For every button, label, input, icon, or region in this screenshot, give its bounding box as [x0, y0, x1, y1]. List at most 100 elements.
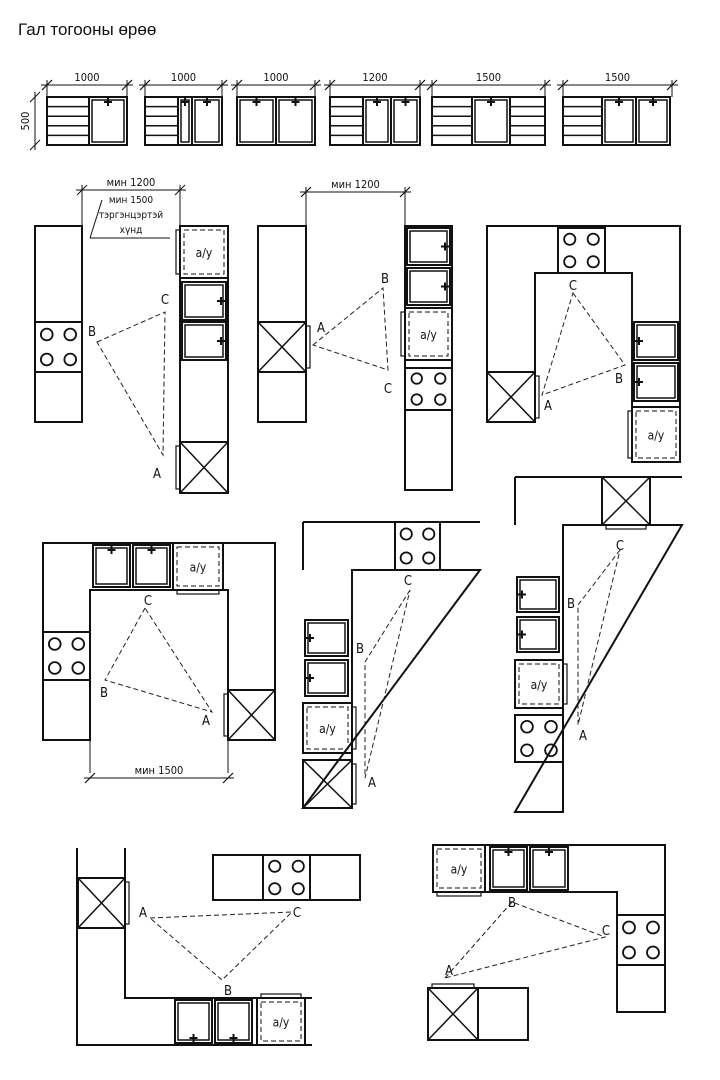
dimension: 1500	[426, 71, 551, 97]
work-triangle-lines	[148, 911, 294, 981]
fridge-unit	[302, 759, 357, 809]
stove-outline	[557, 227, 606, 274]
work-triangle: ABC	[311, 272, 392, 397]
dimension-label: мин 1200	[331, 178, 380, 191]
dimension-label: 1000	[263, 71, 288, 84]
sink-unit	[633, 362, 679, 402]
sink-basin	[638, 99, 668, 143]
sink-unit	[177, 96, 193, 146]
burner-icon	[544, 743, 558, 758]
tall-cabinet-unit: а/у	[172, 542, 224, 595]
tall-cabinet-unit: а/у	[256, 993, 306, 1046]
sink-outline	[132, 544, 171, 588]
faucet-icon	[306, 634, 314, 642]
sink-outline	[390, 96, 421, 146]
door-bar	[436, 891, 482, 897]
burner-icon	[291, 882, 305, 896]
stove-unit	[262, 854, 311, 901]
tall-cabinet-label: а/у	[319, 722, 336, 736]
work-triangle: CBA	[100, 594, 214, 729]
point-label-b: B	[381, 272, 389, 287]
faucet-icon	[518, 590, 526, 599]
dimension-label: 1000	[171, 71, 196, 84]
point-label-b: B	[508, 896, 516, 911]
burner-icon	[47, 661, 62, 675]
burner-icon	[646, 920, 660, 935]
door-bar	[175, 445, 181, 490]
point-label-a: A	[579, 729, 587, 744]
point-label-a: A	[202, 714, 210, 729]
tall-cabinet-dashed	[183, 229, 225, 275]
sink-unit	[275, 96, 316, 146]
tall-cabinet-label: а/у	[273, 1016, 290, 1030]
burner-icon	[544, 719, 558, 734]
fridge-unit	[175, 441, 229, 494]
burner-icon	[586, 255, 600, 269]
sink-outline	[275, 96, 316, 146]
faucet-icon	[441, 282, 449, 291]
fridge-cross	[227, 689, 276, 741]
door-bar	[400, 311, 406, 357]
fridge-cross	[77, 877, 126, 929]
point-label-a: A	[139, 906, 147, 921]
sink-outline	[174, 999, 213, 1044]
burner-icon	[399, 551, 413, 565]
burner-icon	[563, 255, 577, 269]
sink-basin	[91, 99, 125, 143]
sink-unit	[191, 96, 223, 146]
tall-cabinet-dashed	[436, 848, 482, 889]
dimension: мин 1200	[300, 178, 411, 226]
point-label-c: C	[161, 293, 169, 308]
faucet-icon	[252, 98, 261, 106]
work-triangle-lines	[541, 291, 626, 396]
note-line: мин 1500	[109, 195, 154, 206]
point-label-a: A	[153, 467, 161, 482]
work-triangle-lines	[364, 589, 411, 779]
sink-unit	[181, 281, 227, 321]
stove-unit	[404, 367, 453, 411]
burner-icon	[622, 945, 636, 960]
point-label-b: B	[567, 597, 575, 612]
burner-icon	[646, 945, 660, 960]
tall-cabinet-unit: а/у	[432, 844, 486, 897]
tall-cabinet-unit: а/у	[400, 307, 453, 361]
burner-icon	[422, 527, 436, 541]
sink-basin	[194, 99, 220, 143]
sink-outline	[181, 281, 227, 321]
door-bar	[431, 983, 475, 989]
dimension: 1500	[557, 71, 678, 97]
faucet-icon	[635, 337, 643, 345]
sink-outline	[489, 846, 528, 891]
faucet-icon	[181, 98, 189, 106]
u-counter-outline	[486, 225, 681, 463]
work-triangle-lines	[104, 607, 214, 713]
point-label-b: B	[224, 984, 232, 999]
work-triangle: ABC	[443, 896, 610, 979]
l-counter-outline	[301, 521, 482, 809]
fridge-unit	[427, 983, 479, 1041]
sink-outline	[92, 544, 131, 588]
sink-unit	[236, 96, 277, 146]
sink-outline	[214, 999, 253, 1044]
burner-icon	[399, 527, 413, 541]
fridge-unit	[601, 476, 651, 530]
u-counter-outline	[42, 542, 276, 741]
door-bar	[562, 663, 568, 705]
door-bar	[175, 229, 181, 275]
tall-cabinet-dashed	[408, 311, 449, 357]
stove-outline	[616, 914, 666, 966]
dimension-label: 1500	[476, 71, 501, 84]
point-label-a: A	[368, 776, 376, 791]
work-triangle-lines	[577, 549, 621, 726]
stove-unit	[394, 521, 441, 571]
counter-run	[486, 225, 681, 463]
drawer-unit-outline	[46, 96, 90, 146]
point-label-c: C	[404, 574, 412, 589]
island-counter	[212, 854, 361, 901]
drawer-unit-outline	[562, 96, 603, 146]
drawer-unit	[329, 96, 364, 146]
dimension: мин 1500	[84, 740, 234, 784]
faucet-icon	[487, 98, 495, 106]
